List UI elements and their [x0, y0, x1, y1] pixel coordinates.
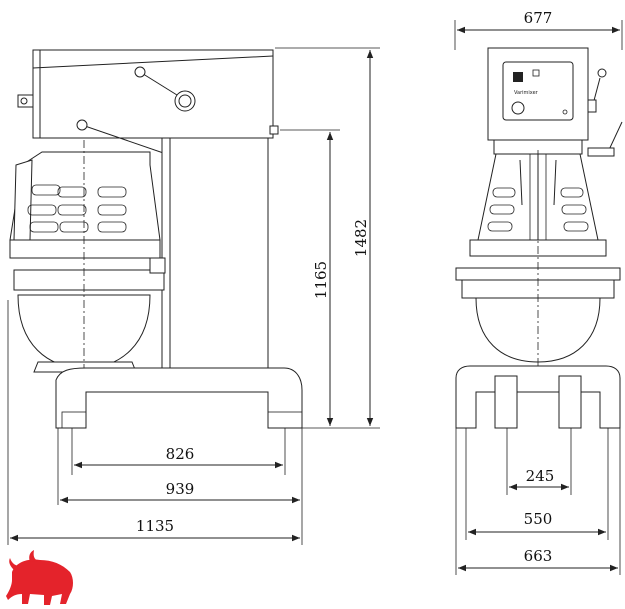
dim-245-label: 245	[526, 467, 555, 485]
side-view-mixer	[9, 49, 303, 429]
dim-677-label: 677	[524, 9, 553, 27]
bull-logo	[6, 550, 73, 605]
dim-side-height-total: 1482	[275, 47, 380, 429]
panel-brand-text: Varimixer	[514, 90, 539, 96]
dim-side-height-base: 1165	[280, 129, 340, 426]
dim-826-label: 826	[166, 445, 195, 463]
dim-1165-label: 1165	[312, 261, 330, 299]
front-view-mixer: Varimixer	[455, 47, 623, 429]
dim-side-widths: 826 939 1135	[7, 300, 303, 545]
dim-550-label: 550	[524, 510, 553, 528]
dim-663-label: 663	[524, 547, 553, 565]
dim-front-widths: 245 550 663	[455, 428, 621, 575]
dim-1135-label: 1135	[136, 517, 174, 535]
dim-front-width-top: 677	[454, 9, 623, 50]
dim-1482-label: 1482	[352, 219, 370, 257]
dim-939-label: 939	[166, 480, 195, 498]
